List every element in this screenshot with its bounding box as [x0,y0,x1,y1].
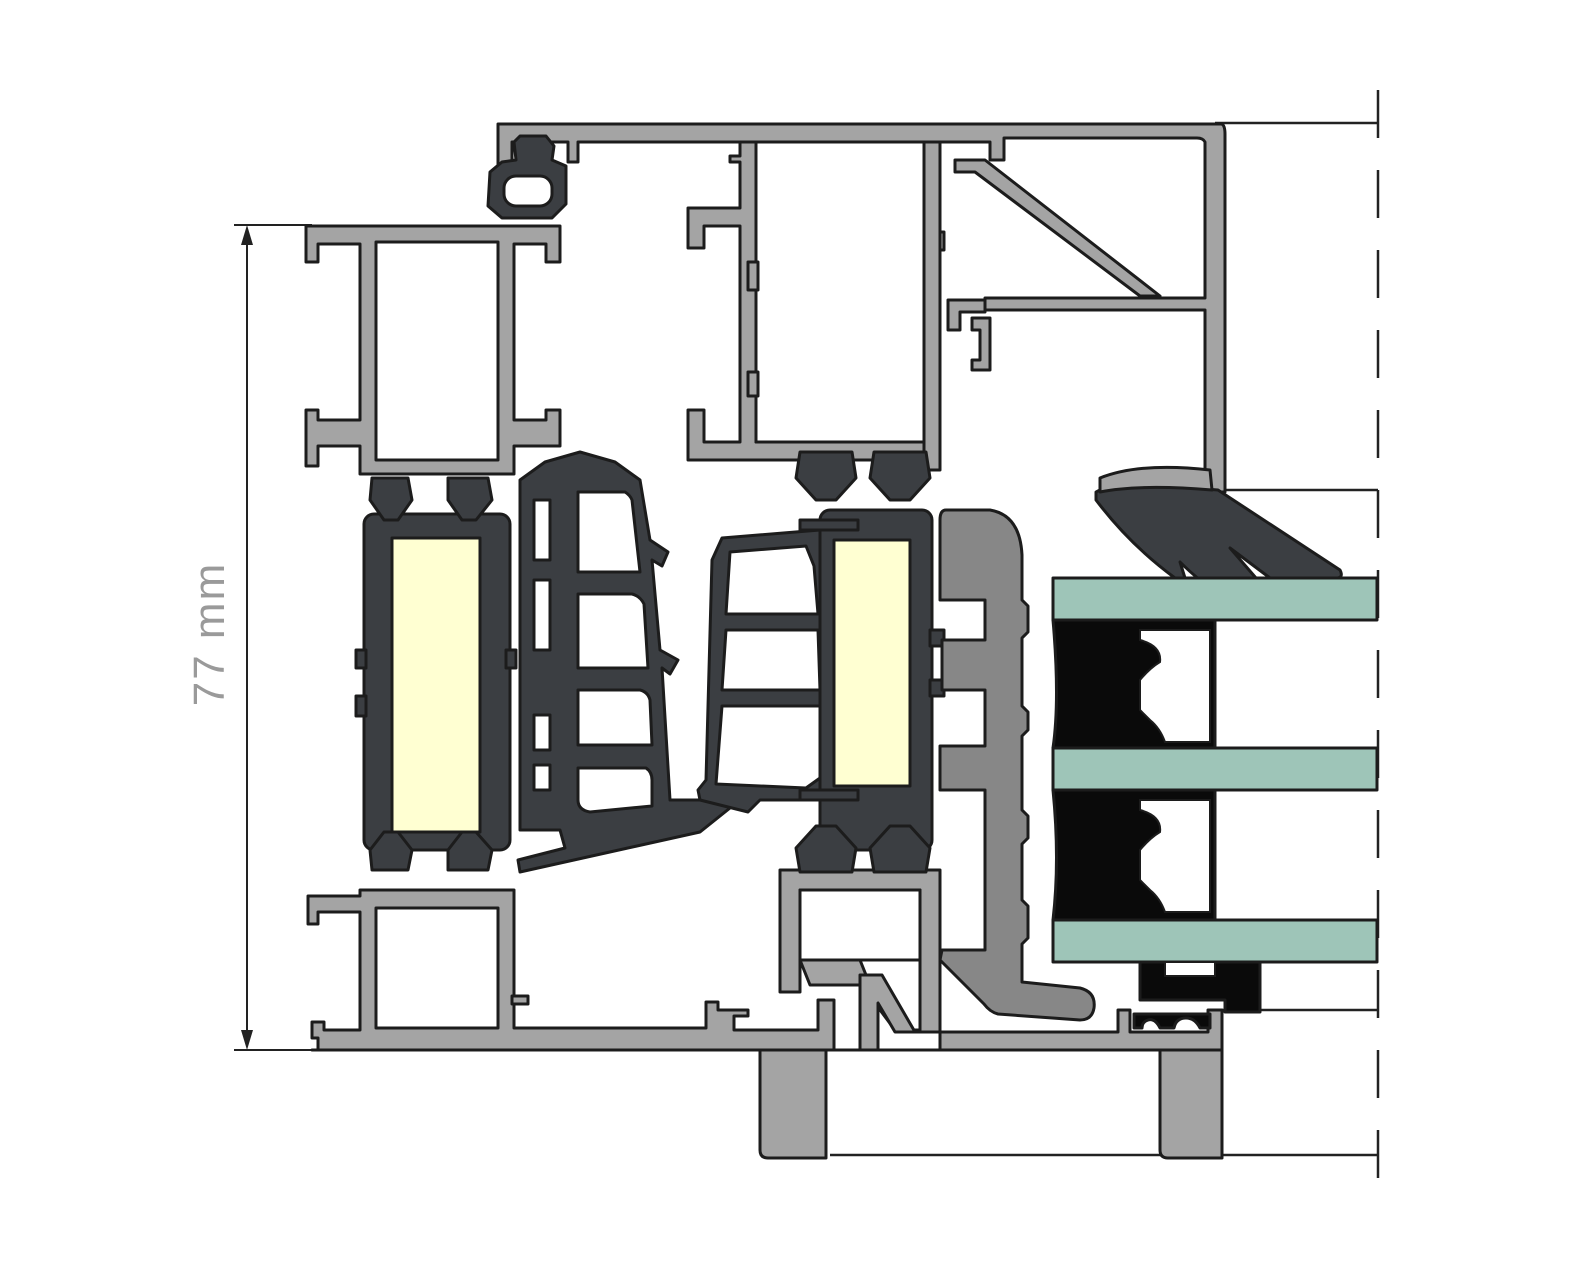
main-frame-chamber [686,140,946,472]
frame-top-rail [496,122,1227,494]
outer-frame-top [496,122,1227,494]
left-rail-clip-top-a [368,476,414,522]
height-dimension: 77 mm [185,224,312,1051]
weather-gasket-carrier [1098,465,1214,494]
glass-pane-outer [1051,576,1379,622]
frame-web-lip [946,298,987,332]
left-centre-gasket [516,450,742,874]
right-rail-clip-top-b [868,450,932,502]
dimension-arrow-bottom [241,1030,253,1050]
sill-profile [310,1008,1224,1160]
top-gasket-hollow [502,174,554,208]
left-rail-bumps [354,648,518,718]
right-rail-clip-bottom-a [794,824,858,874]
weather-gasket-fins [1094,482,1343,582]
dimension-arrow-top [241,225,253,245]
left-rail-clip-top-b [446,476,494,522]
right-rail-clip-top-a [794,450,858,502]
right-rail-tabs [798,518,946,802]
left-insulation-foam [390,536,482,834]
sash-lower-hollow [374,906,500,1030]
glass-pane-inner [1051,918,1379,964]
dimension-label: 77 mm [185,562,234,706]
sash-lower-profile [306,888,836,1052]
left-gasket-cells [532,490,654,814]
sash-upper-profile [304,224,562,476]
triple-glazing-unit [1051,576,1379,1030]
top-frame-gasket [486,134,568,220]
right-centre-gasket [696,528,834,814]
right-reference-lines [830,90,1380,1190]
main-frame-inner-hollow [754,140,926,444]
right-rail-clip-bottom-b [868,824,932,874]
sill-slope [858,973,917,1052]
glazing-thermal-block [938,508,1096,1022]
main-frame-right-web [922,140,942,472]
frame-diagonal-web [953,158,1162,298]
right-thermal-break [794,450,946,874]
spacer-bar-top [1139,629,1211,743]
glass-pane-middle [1051,746,1379,792]
right-insulation-foam [832,538,912,788]
glazing-bead-base [1164,961,1216,977]
outer-weather-gasket [1094,465,1343,582]
sill-inner-hollow [798,888,922,962]
frame-web-hook [970,316,992,372]
sash-upper-hollow [374,240,500,462]
right-gasket-cells [714,544,822,790]
frame-sill [310,868,1224,1160]
left-thermal-break [354,476,518,872]
thermal-block-profile [938,508,1096,1022]
glazing-bead-clip [1132,1012,1212,1030]
left-rail-clip-bottom-b [446,830,494,872]
sash-lower-lugs [510,994,530,1006]
left-rail-clip-bottom-a [368,830,414,872]
spacer-bar-bottom [1139,799,1211,913]
